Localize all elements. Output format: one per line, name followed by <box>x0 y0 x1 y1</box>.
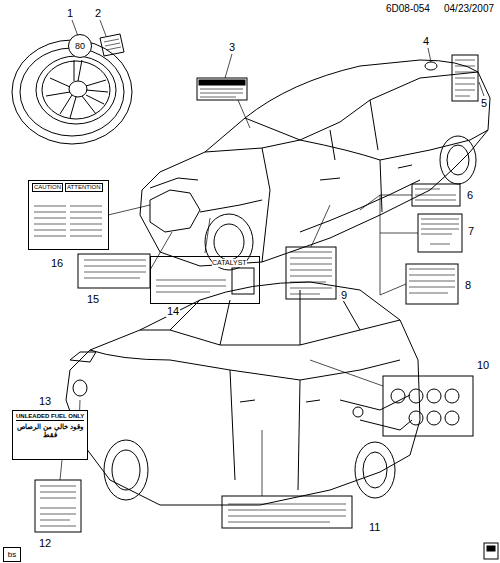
callout-number: 7 <box>467 226 475 237</box>
deck-label <box>425 62 437 70</box>
callout-number: 6 <box>466 190 474 201</box>
fuel-door <box>73 380 87 396</box>
callout-number: 5 <box>480 98 488 109</box>
callout-number: 10 <box>476 360 490 371</box>
callout-number: 4 <box>422 36 430 47</box>
sedan-rear-view <box>66 282 420 505</box>
callout-number: 15 <box>86 294 100 305</box>
callout-number: 11 <box>368 522 381 533</box>
door-label <box>412 184 460 206</box>
callout-number: 9 <box>340 290 348 301</box>
callout-number: 2 <box>94 8 102 19</box>
callout-number: 8 <box>464 280 472 291</box>
label-text: ATTENTION <box>65 183 103 192</box>
label-text: وقود خالي من الرصاص فقط <box>16 423 84 439</box>
label-text: CAUTION <box>32 183 63 192</box>
sedan-front-view <box>140 60 490 270</box>
fuel-label: UNLEADED FUEL ONLY وقود خالي من الرصاص فق… <box>12 410 88 460</box>
callout-number: 1 <box>66 8 74 19</box>
certification-label <box>406 264 458 304</box>
pillar-label <box>418 214 462 252</box>
hood-label <box>197 78 247 100</box>
section-tag: bs <box>3 547 21 562</box>
label-text: 80 <box>75 41 85 51</box>
tire-size-circle: 80 <box>68 34 92 58</box>
callout-number: 14 <box>166 306 180 317</box>
trunk-label <box>452 55 478 101</box>
label-text: UNLEADED FUEL ONLY <box>16 413 84 421</box>
label-text: bs <box>7 550 17 559</box>
tire-label <box>100 34 124 56</box>
arabic-label <box>78 254 150 288</box>
tire-placard <box>286 247 336 299</box>
seat-belt-label <box>222 496 352 528</box>
callout-number: 3 <box>228 42 236 53</box>
label-text: CATALYST <box>212 259 247 267</box>
warning-icon-label <box>383 376 473 436</box>
drawing-number: 04/23/2007 <box>443 4 495 14</box>
callout-number: 16 <box>50 258 64 269</box>
drawing-number: 6D08-054 <box>385 4 431 14</box>
callout-number: 12 <box>38 538 52 549</box>
catalyst-label: CATALYST <box>150 256 260 304</box>
callout-number: 13 <box>38 396 52 407</box>
emission-label <box>35 480 81 532</box>
caution-label: CAUTIONATTENTION <box>28 180 109 250</box>
